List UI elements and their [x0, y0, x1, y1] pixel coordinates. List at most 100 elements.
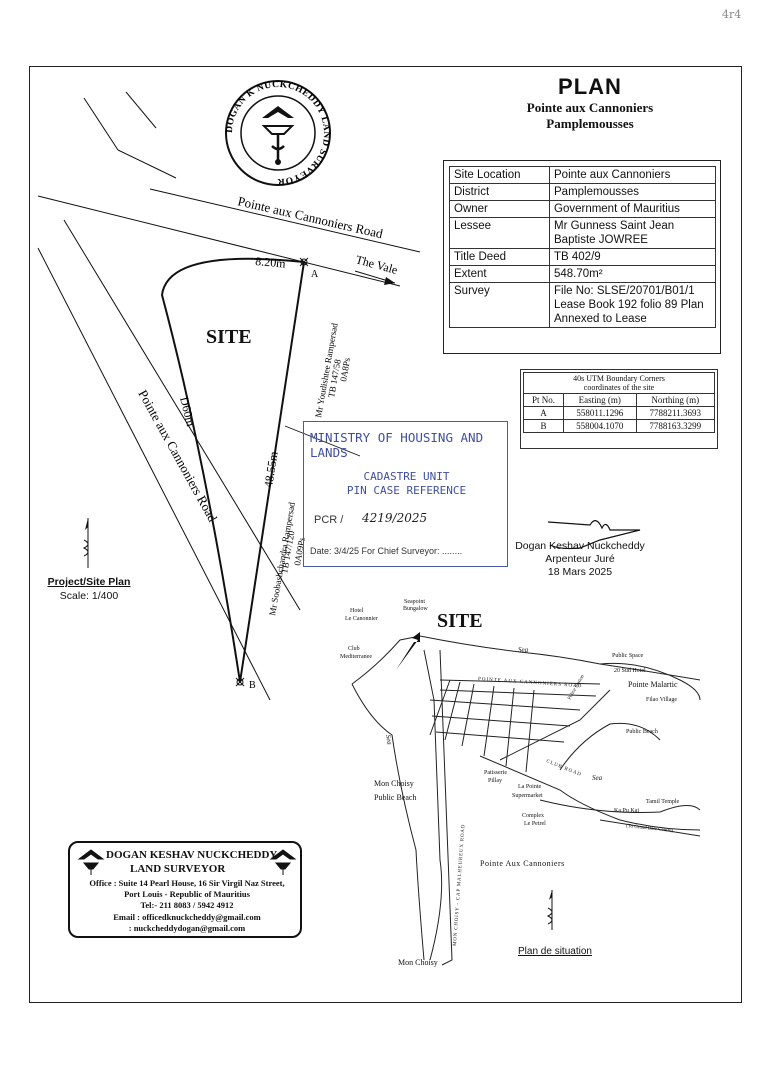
map-sea-label-3: Sea [592, 774, 603, 782]
road-top-label: Pointe aux Cannoniers Road [236, 193, 384, 241]
map-public-beach-2-label: Public Beach [374, 793, 416, 802]
project-scale: Scale: 1/400 [59, 590, 119, 602]
map-supermarket-label: Supermarket [512, 793, 543, 799]
location-map [351, 635, 701, 966]
info-value: 548.70m² [549, 265, 716, 283]
point-b-label: B [249, 680, 256, 691]
utm-caption-line: 40s UTM Boundary Corners [573, 374, 665, 383]
surveyor-seal: DOGAN K NUCKCHEDDY LAND SURVEYOR [225, 80, 331, 186]
stamp-pin-case: PIN CASE REFERENCE [346, 484, 467, 497]
map-complex-label: Complex [522, 813, 544, 819]
map-tamil-temple-label: Tamil Temple [646, 799, 680, 805]
office-email: Email : officedknuckcheddy@gmail.com [113, 912, 261, 922]
map-mon-choisy-label: Mon Choisy [374, 779, 414, 788]
location-map-arrow-icon [396, 632, 420, 670]
corner-note: 4r4 [722, 8, 742, 21]
surveyor-date: 18 Mars 2025 [547, 566, 613, 578]
map-hotel-label: Hotel [350, 608, 364, 614]
stamp-cadastre-unit: CADASTRE UNIT [363, 470, 450, 483]
map-pointe-aux-cannoniers-label: Pointe Aux Cannoniers [480, 859, 565, 868]
map-la-pointe-label: La Pointe [518, 784, 541, 790]
location-map-north-arrow-icon [546, 890, 553, 930]
map-sea-label: Sea [518, 646, 529, 654]
stamp-pcr-label: PCR / [314, 514, 344, 526]
office-phone: Tel:- 211 8083 / 5942 4912 [140, 900, 234, 910]
plan-title: PLAN [558, 74, 622, 99]
dim-top-label: 8.20m [255, 254, 287, 271]
site-label: SITE [206, 326, 252, 348]
plan-frame [29, 66, 742, 1003]
map-club-road-label: CLUB ROAD [545, 759, 582, 778]
north-arrow-icon [82, 518, 89, 568]
table-row: Pt No. Easting (m) Northing (m) [522, 393, 716, 407]
surveyor-title: Arpenteur Juré [545, 553, 615, 565]
stamp-date: Date: 3/4/25 For Chief Surveyor: .......… [310, 546, 463, 556]
map-sud-hotel-label: 20 Sud Hotel [614, 668, 646, 674]
info-value: Pamplemousses [549, 183, 716, 201]
map-ka-pu-kai-label: Ka Pu Kai [614, 808, 639, 814]
road-top [37, 91, 421, 287]
point-a-label: A [311, 269, 319, 280]
map-mon-choisy-road-label: MON CHOISY - CAP MALHEUREUX ROAD [453, 824, 467, 946]
map-filao-village-label: Filao Village [646, 697, 677, 703]
map-club-label: Club [348, 646, 360, 652]
map-mediterranee-label: Mediterranee [340, 654, 372, 660]
location-map-caption: Plan de situation [518, 946, 592, 957]
signature-icon [547, 520, 641, 550]
map-sea-label-2: Sea [384, 734, 394, 746]
table-row: B 558004.1070 7788163.3299 [522, 419, 716, 433]
map-grand-baie-label: (To Grand Baie Centre) [626, 824, 674, 834]
road-left [37, 219, 301, 701]
surveyor-emblem-icon [77, 849, 105, 875]
info-value: Mr Gunness Saint Jean Baptiste JOWREE [549, 217, 716, 249]
table-cell: 7788163.3299 [635, 419, 716, 433]
plan-district: Pamplemousses [546, 116, 634, 131]
office-address-line: Office : Suite 14 Pearl House, 16 Sir Vi… [89, 878, 285, 888]
map-seapoint-label: Seapoint [404, 599, 425, 605]
office-address-line: Port Louis - Republic of Mauritius [124, 889, 250, 899]
plan-location: Pointe aux Cannoniers [526, 100, 654, 115]
office-address-box: DOGAN KESHAV NUCKCHEDDY LAND SURVEYOR Of… [68, 841, 302, 938]
stamp-pcr-value: 4219/2025 [362, 511, 428, 525]
cadastre-stamp: MINISTRY OF HOUSING AND LANDS CADASTRE U… [303, 421, 508, 567]
location-map-site-label: SITE [437, 610, 483, 632]
info-label: Extent [449, 265, 550, 283]
arrow-icon [354, 270, 396, 285]
surveyor-name: Dogan Keshav Nuckcheddy [515, 540, 645, 552]
map-pillay-label: Pillay [488, 778, 502, 784]
project-title: Project/Site Plan [47, 576, 131, 588]
utm-caption-line: coordinates of the site [583, 383, 655, 392]
office-name: DOGAN KESHAV NUCKCHEDDY [106, 849, 278, 861]
info-label: Survey [449, 282, 550, 328]
info-label: District [449, 183, 550, 201]
map-patisserie-label: Patisserie [484, 770, 507, 776]
map-mon-choisy-2-label: Mon Choisy [398, 958, 438, 967]
map-public-beach-label: Public Beach [626, 729, 658, 735]
map-public-space-label: Public Space [612, 653, 643, 659]
neighbour-1-area: 0A8Ps [338, 356, 352, 382]
site-boundary [160, 257, 309, 687]
map-pointe-malartic-label: Pointe Malartic [628, 680, 678, 689]
map-le-canonnier-label: Le Canonnier [345, 616, 378, 622]
office-title: LAND SURVEYOR [130, 863, 226, 875]
stamp-ministry: MINISTRY OF HOUSING AND LANDS [310, 430, 484, 460]
info-value: TB 402/9 [549, 248, 716, 266]
map-le-petrel-label: Le Petrel [524, 821, 546, 827]
surveyor-emblem-icon [269, 849, 297, 875]
dim-side-label: 48.55m [261, 450, 281, 489]
leader-line [284, 425, 361, 457]
surveyor-signature-block: Dogan Keshav Nuckcheddy Arpenteur Juré 1… [510, 540, 650, 579]
map-bungalow-label: Bungalow [403, 606, 428, 612]
info-label: Title Deed [449, 248, 550, 266]
